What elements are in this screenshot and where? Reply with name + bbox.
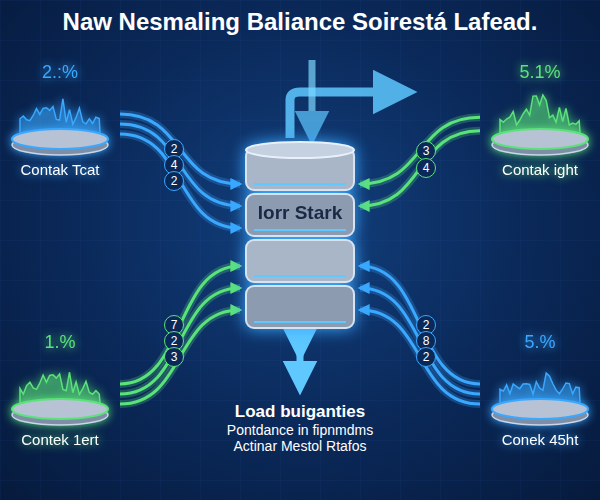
- flow-connector: [120, 134, 240, 228]
- disc-chart-icon: [480, 353, 600, 431]
- flow-connector: [120, 310, 240, 404]
- node-label: Contek 1ert: [0, 431, 120, 448]
- connector-glow: [120, 266, 240, 384]
- data-disc: 5.% Conek 45ht: [480, 332, 600, 460]
- connector-glow: [120, 288, 240, 394]
- connector-glow: [360, 288, 480, 394]
- flow-connector: [360, 310, 480, 404]
- data-disc: 2.:% Contak Tcat: [0, 62, 120, 190]
- server-label: Iorr Stark: [240, 202, 360, 223]
- caption-text: Pontdance in fipnmdms: [150, 422, 450, 438]
- caption-text: Actinar Mestol Rtafos: [150, 438, 450, 454]
- flow-connector: [360, 288, 480, 394]
- caption-text: Load buiganties: [150, 402, 450, 422]
- callout-number: 2: [164, 171, 184, 191]
- callout-number: 2: [416, 347, 436, 367]
- caption-block: Load buigantiesPontdance in fipnmdmsActi…: [150, 402, 450, 454]
- flow-connector: [360, 131, 480, 206]
- server-icon: [240, 140, 360, 340]
- disc-chart-icon: [0, 83, 120, 161]
- data-disc: 5.1% Contak ight: [480, 62, 600, 190]
- node-label: Contak Tcat: [0, 161, 120, 178]
- connector-glow: [360, 266, 480, 384]
- connector-glow: [360, 310, 480, 404]
- connector-glow: [360, 117, 480, 184]
- node-label: Contak ight: [480, 161, 600, 178]
- percent-value: 1.%: [0, 332, 120, 353]
- percent-value: 2.:%: [0, 62, 120, 83]
- percent-value: 5.1%: [480, 62, 600, 83]
- data-disc: 1.% Contek 1ert: [0, 332, 120, 460]
- connector-glow: [120, 310, 240, 404]
- title: Naw Nesmaling Baliance Soirestá Lafead.: [0, 8, 600, 36]
- disc-chart-icon: [0, 353, 120, 431]
- flow-connector: [120, 288, 240, 394]
- callout-number: 3: [164, 347, 184, 367]
- server-stack: Iorr Stark: [240, 140, 360, 340]
- percent-value: 5.%: [480, 332, 600, 353]
- disc-chart-icon: [480, 83, 600, 161]
- connector-glow: [120, 134, 240, 228]
- connector-glow: [360, 131, 480, 206]
- flow-connector: [360, 117, 480, 184]
- flow-connector: [120, 266, 240, 384]
- flow-connector: [360, 266, 480, 384]
- node-label: Conek 45ht: [480, 431, 600, 448]
